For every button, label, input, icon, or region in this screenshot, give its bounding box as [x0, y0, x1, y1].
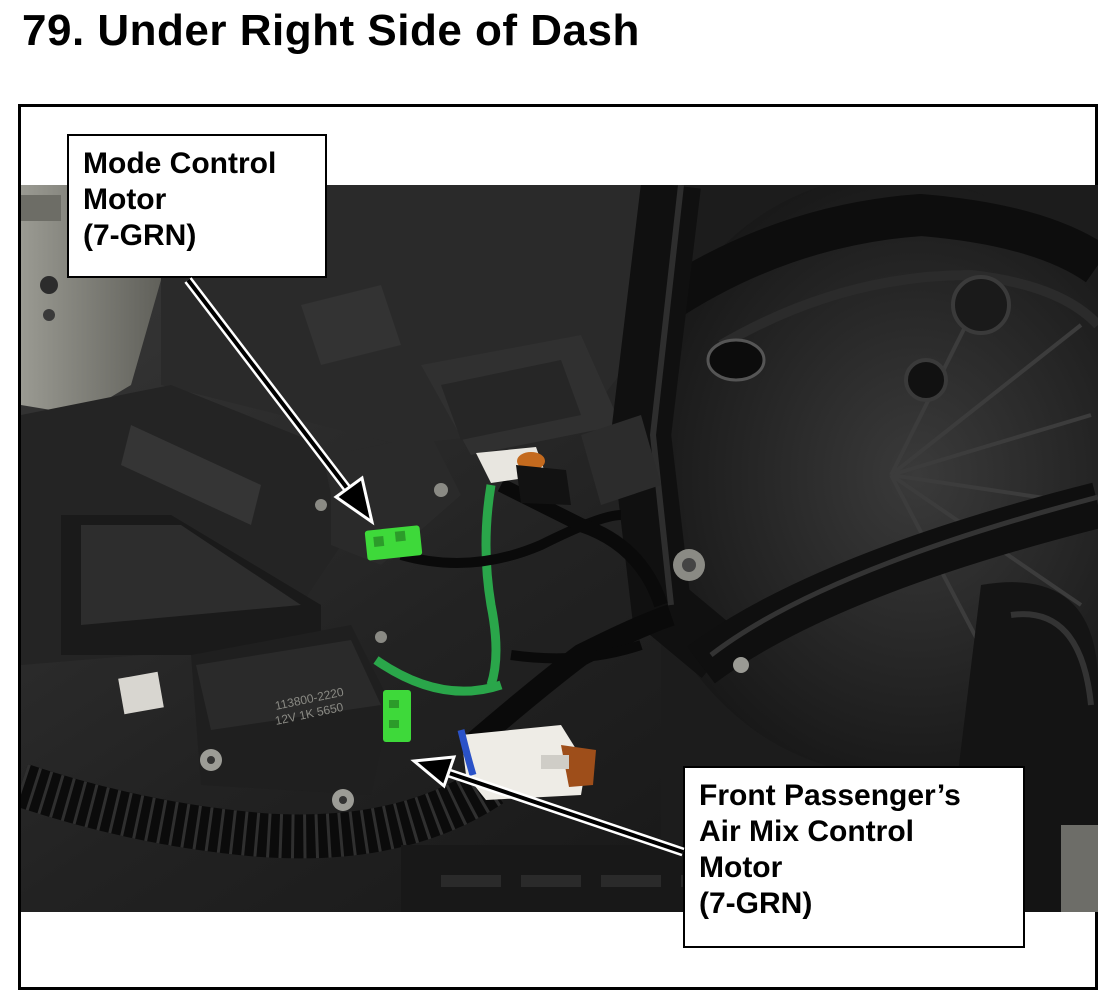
callout-line: Air Mix Control [699, 815, 914, 848]
callout-line: Motor [83, 183, 167, 216]
callout-line: Mode Control [83, 147, 277, 180]
callout-line: Front Passenger’s [699, 779, 961, 812]
callout-line: (7-GRN) [699, 887, 813, 920]
air-mix-control-motor-callout: Front Passenger’s Air Mix Control Motor … [683, 766, 1025, 948]
callout-line: Motor [699, 851, 783, 884]
page-title: 79. Under Right Side of Dash [22, 6, 640, 55]
callout-line: (7-GRN) [83, 219, 197, 252]
mode-control-motor-callout: Mode Control Motor (7-GRN) [67, 134, 327, 278]
